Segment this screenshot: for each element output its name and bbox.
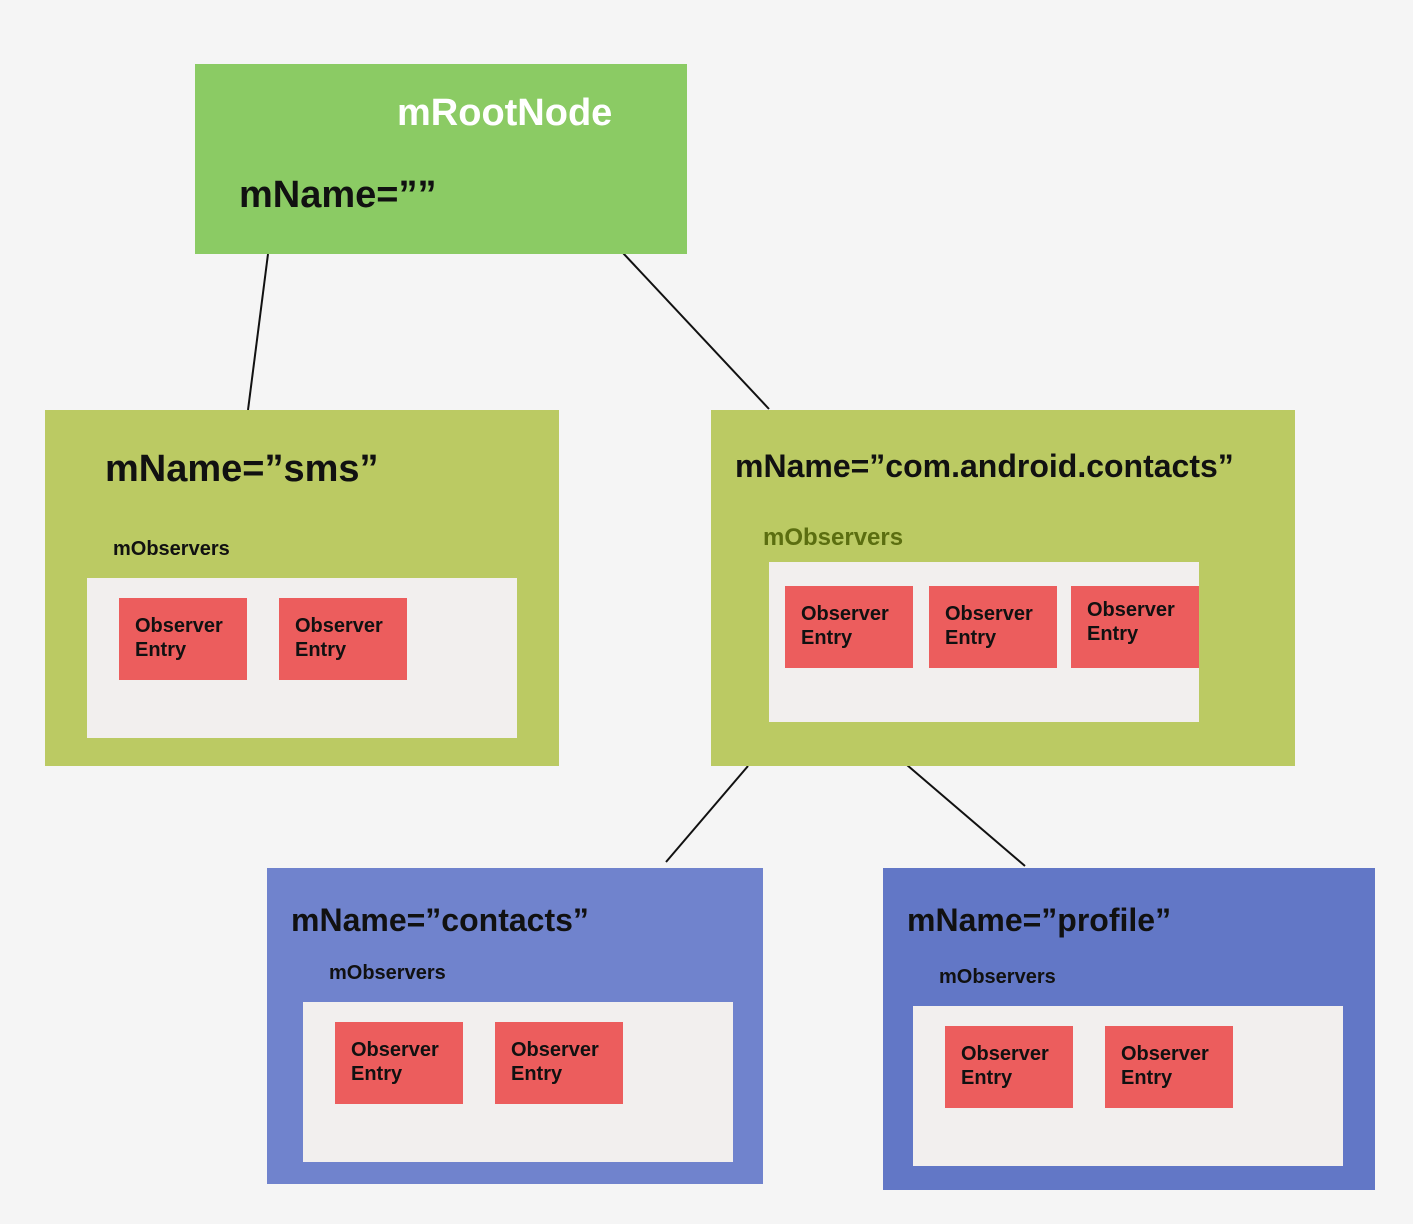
entry-line-1: Observer [511,1039,599,1061]
edge-root-to-android-contacts [622,252,770,410]
profile-node: mName=”profile” mObservers Observer Entr… [883,868,1375,1190]
entry-line-2: Entry [945,627,997,649]
entry-line-2: Entry [135,639,187,661]
sms-observers-panel: Observer Entry Observer Entry [87,578,517,738]
sms-observers-label: mObservers [113,538,230,560]
root-node-title: mRootNode [397,92,613,134]
entry-line-1: Observer [801,603,889,625]
profile-observers-label: mObservers [939,966,1056,988]
entry-line-1: Observer [961,1043,1049,1065]
entry-line-1: Observer [1087,599,1175,621]
edge-root-to-sms [247,253,269,411]
entry-line-2: Entry [961,1067,1013,1089]
android-contacts-observers-label: mObservers [763,524,904,551]
entry-line-1: Observer [351,1039,439,1061]
android-contacts-observer-entry-1: Observer Entry [785,586,913,668]
sms-observer-entry-1: Observer Entry [119,598,247,680]
android-contacts-node: mName=”com.android.contacts” mObservers … [711,410,1295,766]
entry-line-2: Entry [511,1063,563,1085]
sms-observer-entry-2: Observer Entry [279,598,407,680]
sms-node: mName=”sms” mObservers Observer Entry Ob… [45,410,559,766]
android-contacts-observer-entry-3: Observer Entry [1071,586,1199,668]
contacts-observer-entry-1: Observer Entry [335,1022,463,1104]
entry-line-2: Entry [351,1063,403,1085]
entry-line-2: Entry [1087,623,1139,645]
profile-observers-panel: Observer Entry Observer Entry [913,1006,1343,1166]
contacts-observers-label: mObservers [329,962,446,984]
entry-line-2: Entry [801,627,853,649]
profile-node-name: mName=”profile” [907,902,1172,938]
edge-android-contacts-to-profile [906,764,1026,867]
edge-android-contacts-to-contacts [665,765,749,863]
contacts-observer-entry-2: Observer Entry [495,1022,623,1104]
contacts-node: mName=”contacts” mObservers Observer Ent… [267,868,763,1184]
contacts-observers-panel: Observer Entry Observer Entry [303,1002,733,1162]
entry-line-2: Entry [295,639,347,661]
contacts-node-name: mName=”contacts” [291,902,589,938]
root-node: mRootNode mName=”” [195,64,687,254]
entry-line-1: Observer [1121,1043,1209,1065]
profile-observer-entry-1: Observer Entry [945,1026,1073,1108]
android-contacts-node-name: mName=”com.android.contacts” [735,448,1234,484]
entry-line-1: Observer [295,615,383,637]
profile-observer-entry-2: Observer Entry [1105,1026,1233,1108]
entry-line-1: Observer [945,603,1033,625]
entry-line-1: Observer [135,615,223,637]
android-contacts-observers-panel: Observer Entry Observer Entry Observer E… [769,562,1199,722]
root-node-name: mName=”” [239,174,437,216]
sms-node-name: mName=”sms” [105,448,379,490]
entry-line-2: Entry [1121,1067,1173,1089]
android-contacts-observer-entry-2: Observer Entry [929,586,1057,668]
